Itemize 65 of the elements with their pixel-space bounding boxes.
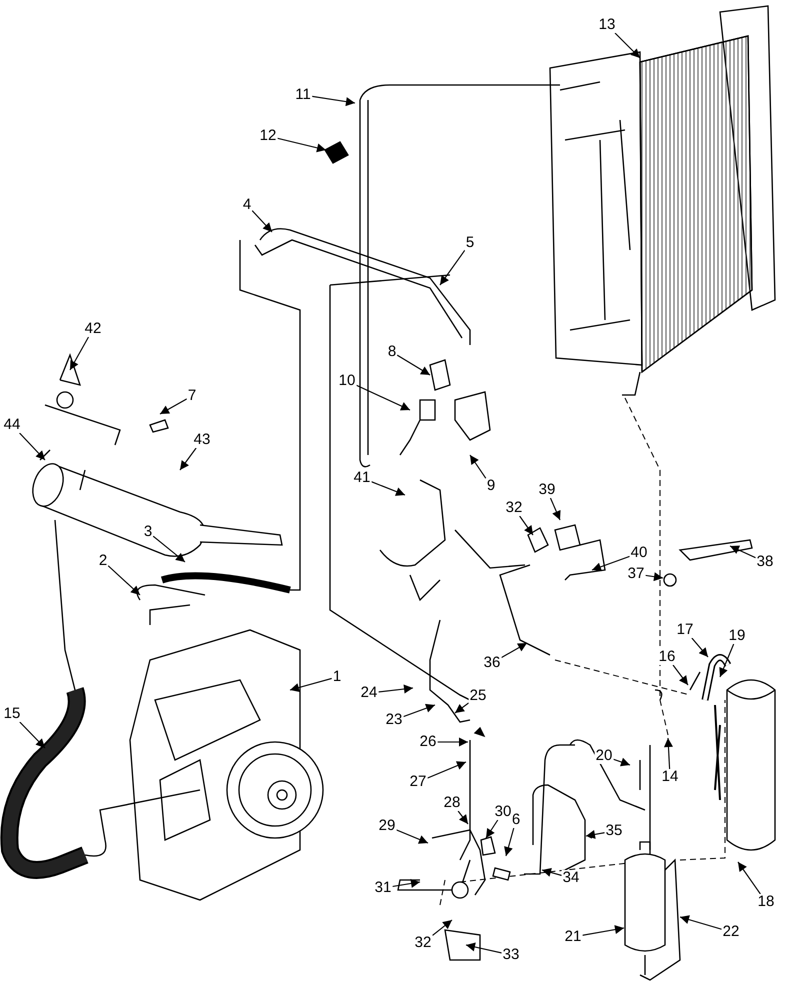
callout-number: 32 bbox=[504, 500, 524, 516]
leader-line bbox=[664, 738, 673, 770]
leader-line bbox=[613, 758, 630, 766]
leader-line bbox=[738, 862, 761, 894]
callout-number: 17 bbox=[676, 622, 694, 638]
leader-line bbox=[592, 556, 630, 572]
callout-number: 5 bbox=[464, 235, 476, 251]
callout-number: 4 bbox=[242, 197, 252, 213]
leader-line bbox=[160, 398, 188, 414]
leader-line bbox=[290, 678, 332, 692]
leader-line bbox=[252, 210, 272, 232]
leader-line bbox=[19, 722, 46, 748]
callout-number: 44 bbox=[2, 417, 22, 433]
leader-line bbox=[458, 810, 468, 824]
leader-line bbox=[437, 738, 468, 746]
leader-line bbox=[582, 925, 624, 936]
leader-line bbox=[396, 829, 428, 844]
leader-line bbox=[645, 572, 664, 582]
leader-line bbox=[586, 830, 605, 839]
leader-line bbox=[486, 820, 498, 838]
leader-line bbox=[152, 536, 186, 562]
callout-number: 30 bbox=[494, 804, 512, 820]
leader-line bbox=[277, 138, 326, 152]
callout-number: 39 bbox=[538, 482, 556, 498]
leader-line bbox=[403, 704, 436, 718]
callout-number: 42 bbox=[84, 321, 102, 337]
leader-line bbox=[691, 638, 708, 658]
leader-line bbox=[680, 915, 722, 930]
leader-line bbox=[719, 644, 734, 678]
leader-line bbox=[440, 250, 466, 286]
leader-line bbox=[180, 448, 197, 470]
callout-number: 13 bbox=[598, 17, 616, 33]
leader-line bbox=[378, 684, 414, 694]
callout-number: 10 bbox=[338, 373, 356, 389]
callout-number: 28 bbox=[442, 795, 462, 811]
leader-line bbox=[356, 384, 410, 410]
leader-line bbox=[501, 642, 528, 658]
leader-line bbox=[454, 702, 469, 714]
callout-number: 15 bbox=[2, 706, 22, 722]
leader-line bbox=[108, 565, 140, 596]
callout-number: 19 bbox=[728, 628, 746, 644]
leader-line bbox=[466, 942, 502, 954]
callout-number: 16 bbox=[658, 649, 676, 665]
callout-number: 3 bbox=[142, 524, 154, 540]
leader-line bbox=[392, 879, 420, 888]
leader-line bbox=[312, 96, 356, 106]
leader-line bbox=[19, 432, 46, 460]
leader-line bbox=[371, 481, 406, 496]
callout-number: 20 bbox=[594, 748, 614, 764]
callout-number: 25 bbox=[468, 688, 488, 704]
leader-line bbox=[519, 516, 534, 536]
callout-number: 43 bbox=[192, 432, 212, 448]
leader-line bbox=[504, 828, 514, 856]
leader-line bbox=[542, 868, 562, 877]
leader-line bbox=[730, 546, 756, 558]
leader-line bbox=[470, 454, 486, 479]
leader-line bbox=[614, 32, 640, 58]
leader-line bbox=[432, 920, 452, 936]
leader-line bbox=[70, 336, 89, 370]
leader-line bbox=[550, 498, 561, 520]
leader-line bbox=[396, 354, 430, 376]
leader-line bbox=[427, 761, 466, 779]
callout-number: 2 bbox=[98, 553, 108, 569]
leader-line bbox=[672, 664, 688, 686]
callout-number: 6 bbox=[510, 812, 522, 828]
